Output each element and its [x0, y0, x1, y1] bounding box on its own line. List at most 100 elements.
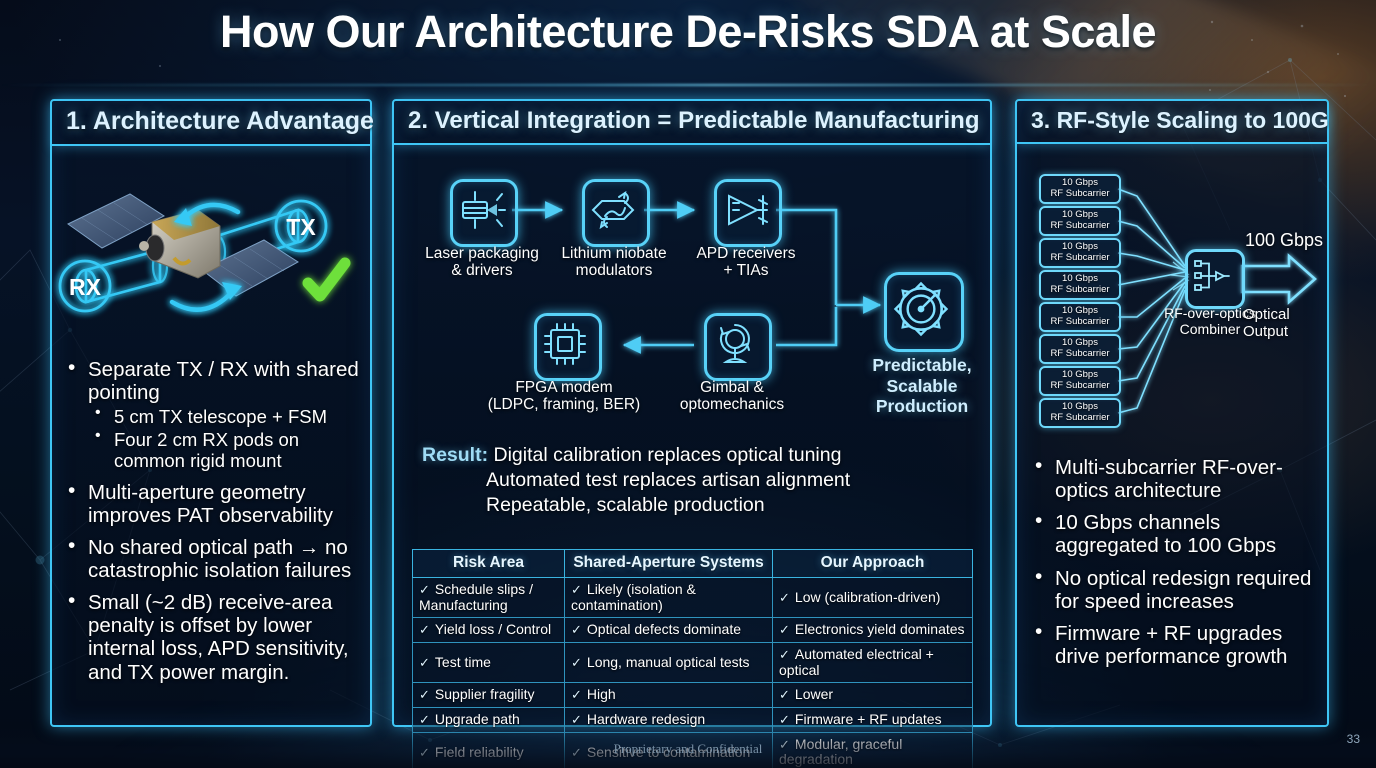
check-icon: ✓ — [571, 687, 582, 703]
slide-title: How Our Architecture De-Risks SDA at Sca… — [220, 6, 1156, 57]
panel-architecture-advantage: 1. Architecture Advantage — [50, 99, 374, 727]
rx-label-ring — [58, 259, 112, 313]
cell-text: Optical defects dominate — [586, 621, 741, 638]
cell-text: Firmware + RF updates — [794, 711, 942, 728]
subcarrier-label: RF Subcarrier — [1050, 187, 1110, 199]
check-icon: ✓ — [419, 622, 430, 638]
right-arrow-icon — [1240, 253, 1317, 305]
label-line: FPGA modem (LDPC, framing, BER) — [487, 379, 641, 414]
footer-band — [0, 728, 1376, 768]
bullet-text: Multi-aperture geometry improves PAT obs… — [88, 480, 333, 527]
bullet-text: Multi-subcarrier RF-over-optics architec… — [1055, 456, 1283, 503]
panel3-bullet-list-wrap: Multi-subcarrier RF-over-optics architec… — [1029, 454, 1321, 677]
panel-vertical-integration: 2. Vertical Integration = Predictable Ma… — [392, 99, 992, 768]
table-cell: ✓Supplier fragility — [412, 682, 565, 709]
label-line: RF-over-optics Combiner — [1164, 305, 1256, 337]
table-header-cell: Our Approach — [772, 549, 973, 578]
check-icon: ✓ — [419, 582, 430, 597]
check-icon: ✓ — [779, 712, 790, 728]
subcarrier-box-7: 10 Gbps RF Subcarrier — [1039, 366, 1121, 397]
list-item: Multi-aperture geometry improves PAT obs… — [62, 479, 362, 527]
subcarrier-rate: 10 Gbps — [1062, 209, 1098, 220]
rf-combiner-icon — [1194, 260, 1230, 291]
table-cell: ✓Likely (isolation & contamination) — [564, 576, 773, 619]
node-laser-box — [450, 179, 518, 247]
subcarrier-label: RF Subcarrier — [1050, 283, 1110, 295]
panel1-bullets: Separate TX / RX with shared pointing 5 … — [62, 356, 362, 684]
footer-text: Proprietary and Confidential — [613, 741, 763, 756]
panel2-header: 2. Vertical Integration = Predictable Ma… — [394, 101, 990, 145]
mach-zehnder-icon — [591, 190, 635, 230]
output-rate-label: 100 Gbps — [1245, 230, 1324, 250]
table-cell: ✓Schedule slips / Manufacturing — [412, 576, 565, 619]
cell-text: Electronics yield dominates — [794, 621, 965, 638]
bullet-text: Separate TX / RX with shared pointing — [88, 358, 359, 405]
cell-text: Yield loss / Control — [434, 621, 552, 638]
panel1-bullet-list-wrap: Separate TX / RX with shared pointing 5 … — [62, 356, 362, 693]
cell-text: Likely (isolation & contamination) — [571, 581, 696, 613]
list-item: Separate TX / RX with shared pointing 5 … — [62, 356, 362, 472]
subcarrier-box-5: 10 Gbps RF Subcarrier — [1039, 302, 1121, 333]
list-item: Firmware + RF upgrades drive performance… — [1029, 620, 1321, 669]
check-icon: ✓ — [419, 654, 430, 670]
subcarrier-box-6: 10 Gbps RF Subcarrier — [1039, 334, 1121, 365]
node-modulator-label: Lithium niobate modulators — [528, 245, 700, 279]
table-cell: ✓Electronics yield dominates — [772, 617, 973, 644]
panel2-body: Laser packaging & drivers — [394, 145, 990, 768]
table-cell: ✓Low (calibration-driven) — [772, 576, 973, 619]
list-item: Four 2 cm RX pods on common rigid mount — [88, 427, 362, 472]
table-row: ✓Test time✓Long, manual optical tests✓Au… — [412, 642, 973, 684]
subcarrier-box-8: 10 Gbps RF Subcarrier — [1039, 398, 1121, 429]
subcarrier-box-4: 10 Gbps RF Subcarrier — [1039, 270, 1121, 301]
node-output-box — [884, 272, 964, 352]
bullet-text: Small (~2 dB) receive-area penalty is of… — [88, 591, 349, 684]
cell-text: Schedule slips / Manufacturing — [419, 581, 533, 613]
result-label: Result: — [422, 444, 489, 466]
table-row: ✓Yield loss / Control✓Optical defects do… — [412, 617, 973, 644]
list-item: 10 Gbps channels aggregated to 100 Gbps — [1029, 509, 1321, 558]
green-check-icon — [302, 257, 351, 302]
label-line: Lithium niobate modulators — [561, 245, 667, 280]
check-icon: ✓ — [779, 589, 790, 605]
rotation-arrows — [169, 202, 242, 312]
node-output-label: Predictable, Scalable Production — [856, 355, 988, 417]
list-item: No optical redesign required for speed i… — [1029, 565, 1321, 613]
cell-text: Low (calibration-driven) — [794, 588, 941, 605]
cell-text: Supplier fragility — [434, 686, 535, 703]
bullet-text: 10 Gbps channels aggregated to 100 Gbps — [1055, 511, 1277, 558]
table-cell: ✓Long, manual optical tests — [564, 642, 773, 684]
subcarrier-label: RF Subcarrier — [1050, 219, 1110, 231]
output-label: Optical Output — [1243, 306, 1329, 340]
panel3-header: 3. RF-Style Scaling to 100G — [1017, 101, 1329, 144]
bullet-text: Four 2 cm RX pods on common rigid mount — [114, 429, 300, 472]
gimbal-icon — [719, 324, 750, 363]
cell-text: Upgrade path — [434, 711, 520, 728]
background-horizon-line — [0, 84, 1376, 86]
check-icon: ✓ — [571, 582, 582, 597]
combiner-label: RF-over-optics Combiner — [1145, 305, 1275, 338]
bullet-text: Firmware + RF upgrades drive performance… — [1055, 621, 1288, 669]
subcarrier-label: RF Subcarrier — [1050, 411, 1110, 423]
bullet-text: No shared optical path → no catastrophic… — [88, 535, 352, 583]
node-fpga-label: FPGA modem (LDPC, framing, BER) — [474, 379, 654, 413]
check-icon: ✓ — [571, 622, 582, 638]
panel3-body: 10 Gbps RF Subcarrier 10 Gbps RF Subcarr… — [1017, 144, 1327, 724]
subcarrier-rate: 10 Gbps — [1062, 305, 1098, 316]
label-line: Gimbal & optomechanics — [679, 379, 785, 414]
node-fpga-box — [534, 313, 602, 381]
cell-text: Automated electrical + optical — [779, 646, 934, 678]
label-line: Optical Output — [1243, 306, 1290, 341]
panel1-sub-bullets: 5 cm TX telescope + FSM Four 2 cm RX pod… — [88, 404, 362, 472]
list-item: Small (~2 dB) receive-area penalty is of… — [62, 589, 362, 684]
node-modulator-box — [582, 179, 650, 247]
chip-icon — [544, 323, 586, 365]
subcarrier-rate: 10 Gbps — [1062, 369, 1098, 380]
table-header-row: Risk Area Shared-Aperture Systems Our Ap… — [412, 549, 973, 578]
manufacturing-flow-diagram: Laser packaging & drivers — [394, 145, 990, 440]
result-text: Repeatable, scalable production — [486, 493, 765, 516]
check-icon: ✓ — [419, 687, 430, 703]
subcarrier-box-2: 10 Gbps RF Subcarrier — [1039, 206, 1121, 237]
cell-text: Test time — [434, 653, 491, 670]
panel3-bullets: Multi-subcarrier RF-over-optics architec… — [1029, 454, 1321, 669]
